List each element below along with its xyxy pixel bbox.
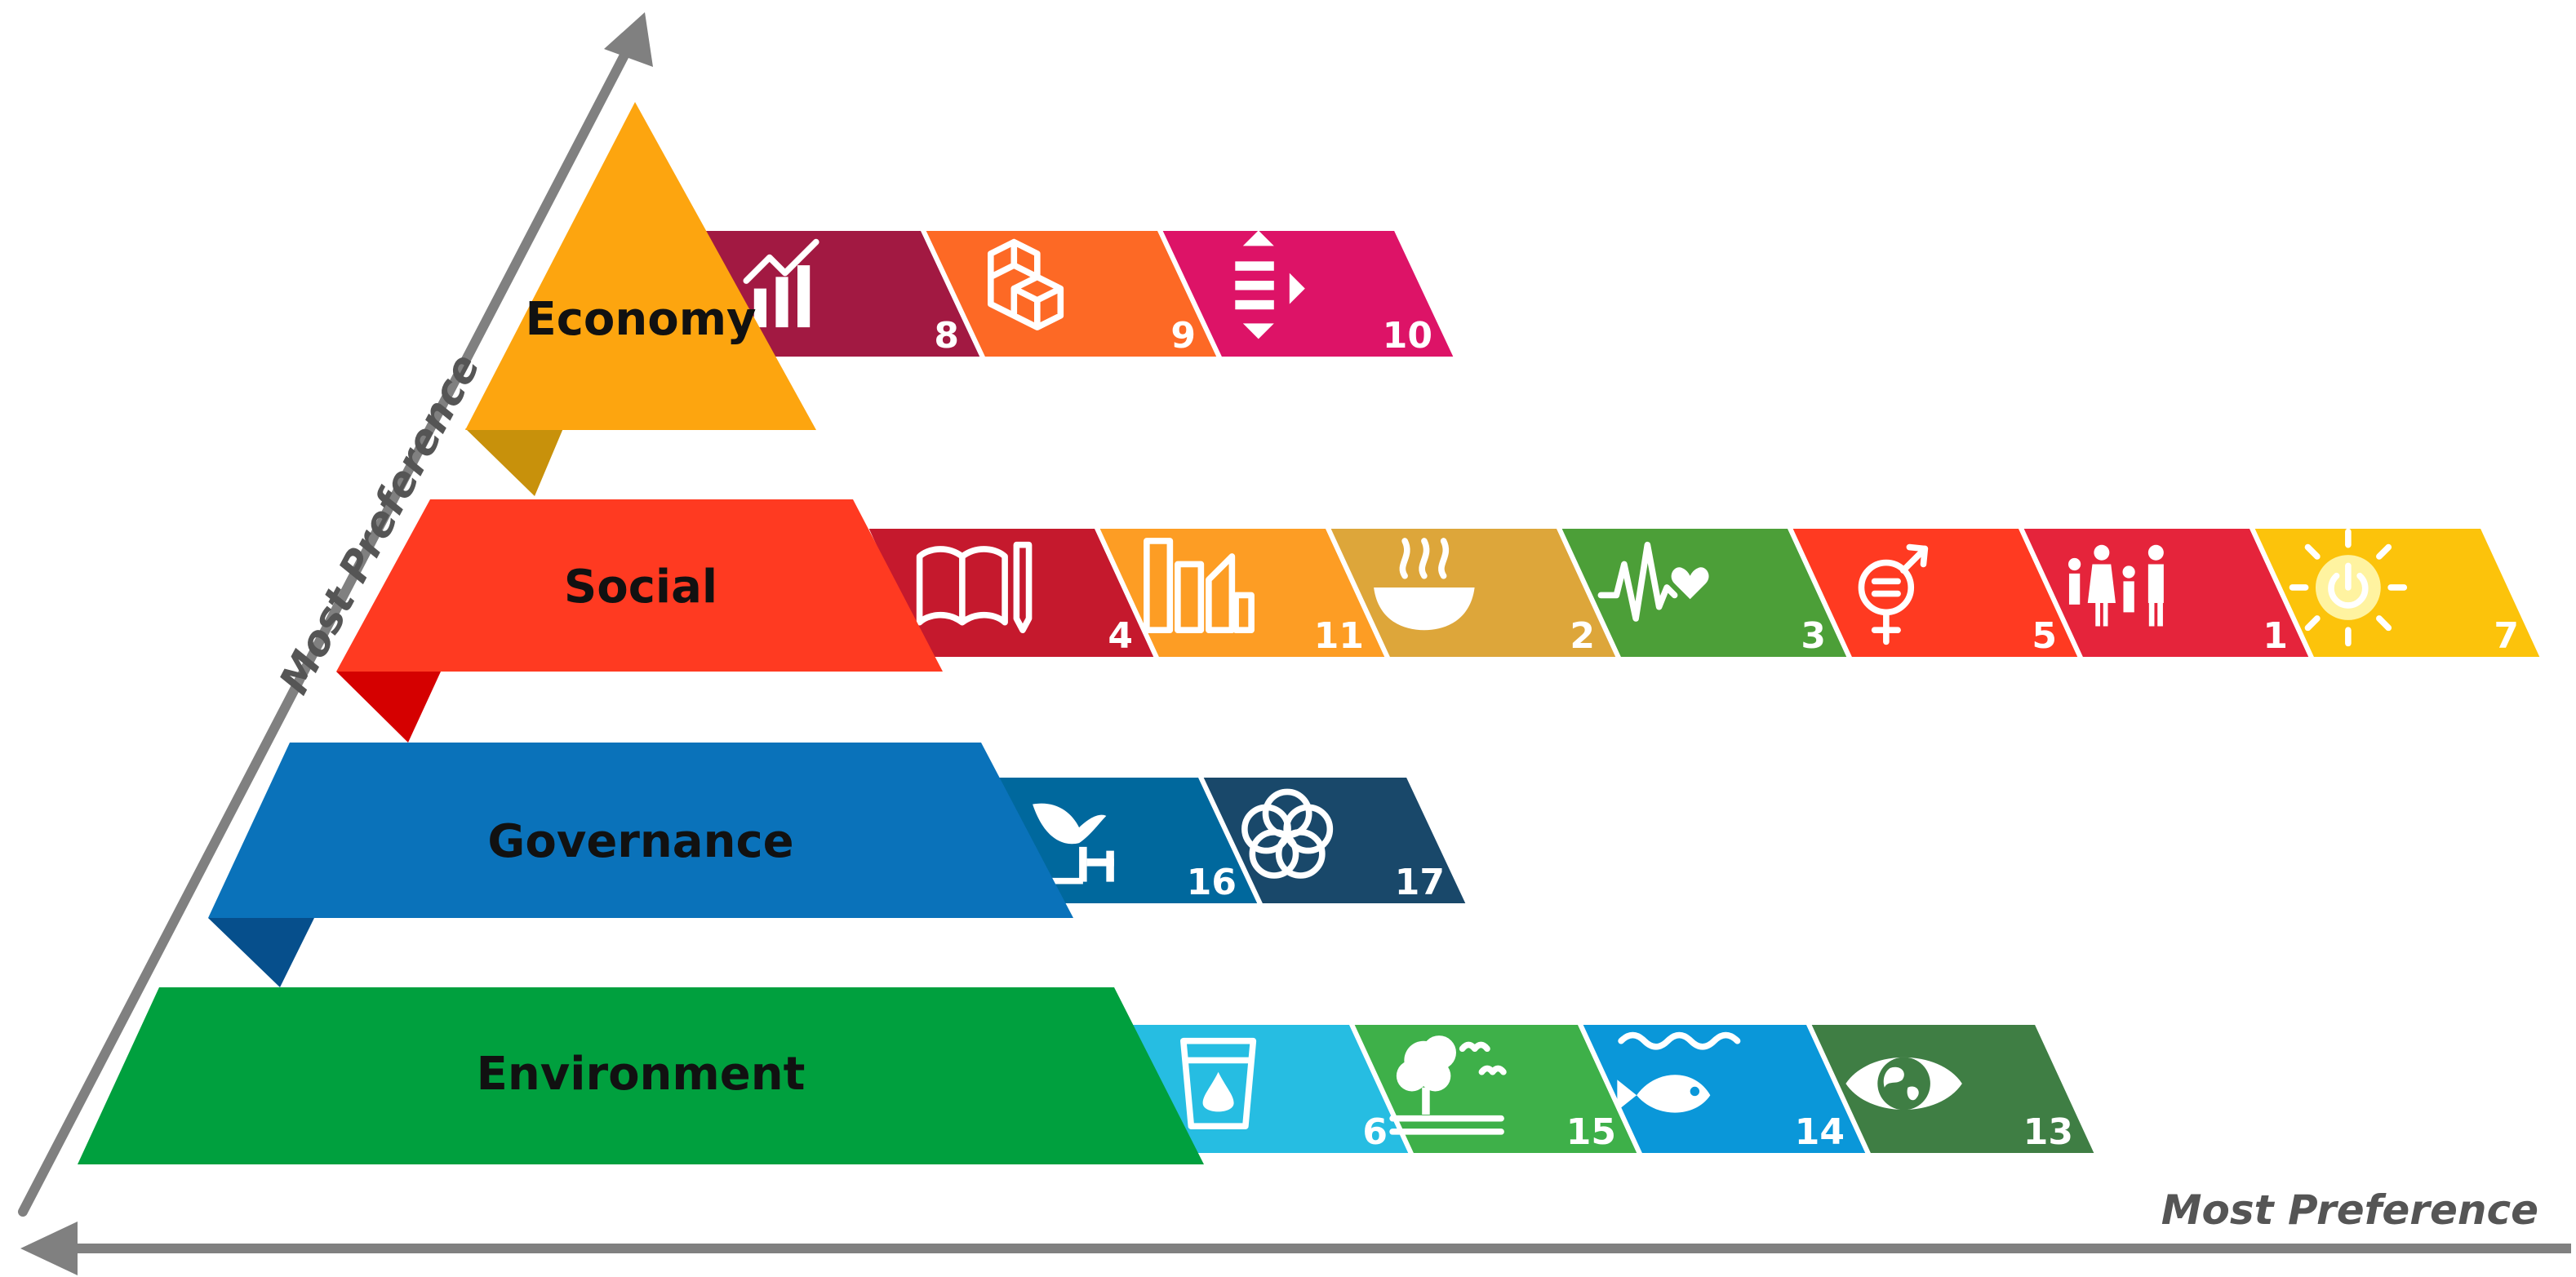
city-icon (1144, 538, 1255, 634)
economy-goal-strip: 8 9 10 (682, 226, 1461, 361)
goal-tile-17: 17 (1196, 773, 1473, 908)
goal-tile-2: 2 (1323, 524, 1623, 662)
horizontal-axis-label: Most Preference (2161, 1186, 2538, 1234)
rings-icon (1241, 788, 1334, 879)
goal-number: 14 (1795, 1111, 1845, 1153)
tier-label-environment: Environment (477, 1048, 806, 1101)
goal-tile-10: 10 (1155, 226, 1461, 361)
tier-label-economy: Economy (525, 293, 756, 346)
goal-tile-7: 7 (2247, 524, 2547, 662)
gender-icon (1858, 543, 1929, 645)
equality-arrows-icon (1235, 230, 1305, 339)
goal-number: 6 (1362, 1111, 1388, 1153)
tier-governance: Governance (208, 743, 1073, 987)
tier-label-social: Social (564, 561, 717, 614)
social-shape (336, 499, 943, 672)
social-fold (336, 672, 441, 743)
goal-number: 11 (1314, 615, 1364, 657)
tree-birds-icon (1389, 1035, 1507, 1135)
sun-power-icon (2289, 528, 2408, 647)
goal-tile-5: 5 (1785, 524, 2085, 662)
goal-number: 4 (1108, 615, 1133, 657)
book-icon (916, 541, 1033, 634)
governance-shape (208, 743, 1073, 918)
environment-goal-strip: 6 15 14 13 (1118, 1020, 2102, 1158)
goal-number: 7 (2494, 615, 2519, 657)
cubes-icon (988, 238, 1064, 330)
vertical-axis-arrowhead (604, 12, 653, 67)
tier-economy: Economy (465, 102, 816, 496)
horizontal-preference-axis: Most Preference (20, 1186, 2571, 1275)
goal-tile-1: 1 (2016, 524, 2316, 662)
goal-number: 8 (934, 315, 959, 357)
goal-number: 3 (1801, 615, 1826, 657)
goal-number: 2 (1570, 615, 1595, 657)
environment-shape (78, 987, 1204, 1164)
growth-chart-icon (743, 238, 819, 328)
goal-tile-13: 13 (1804, 1020, 2102, 1158)
family-icon (2068, 544, 2164, 627)
goal-tile-16: 16 (988, 773, 1265, 908)
goal-number: 1 (2263, 615, 2288, 657)
social-goal-strip: 4 11 2 3 5 1 7 (861, 524, 2547, 662)
goal-number: 13 (2023, 1111, 2073, 1153)
goal-number: 5 (2032, 615, 2057, 657)
goal-number: 16 (1187, 862, 1237, 903)
dove-gavel-icon (1033, 803, 1114, 885)
heartbeat-icon (1597, 541, 1709, 622)
goal-tile-background (2247, 524, 2547, 662)
tier-label-governance: Governance (487, 815, 793, 868)
goal-tile-background (1155, 226, 1461, 361)
governance-fold (208, 918, 314, 987)
goal-tile-14: 14 (1575, 1020, 1873, 1158)
goal-number: 9 (1170, 315, 1196, 357)
earth-eye-icon (1845, 1057, 1962, 1111)
vertical-axis-line (18, 42, 633, 1217)
tier-environment: Environment (78, 987, 1204, 1164)
bowl-icon (1374, 538, 1475, 631)
goal-number: 17 (1395, 862, 1445, 903)
goal-number: 15 (1566, 1111, 1616, 1153)
economy-fold (465, 428, 563, 496)
horizontal-axis-arrowhead (20, 1222, 78, 1275)
economy-shape (465, 102, 816, 430)
goal-number: 10 (1383, 315, 1432, 357)
fish-waves-icon (1617, 1031, 1741, 1113)
water-glass-icon (1180, 1037, 1257, 1130)
tier-social: Social (336, 499, 943, 743)
